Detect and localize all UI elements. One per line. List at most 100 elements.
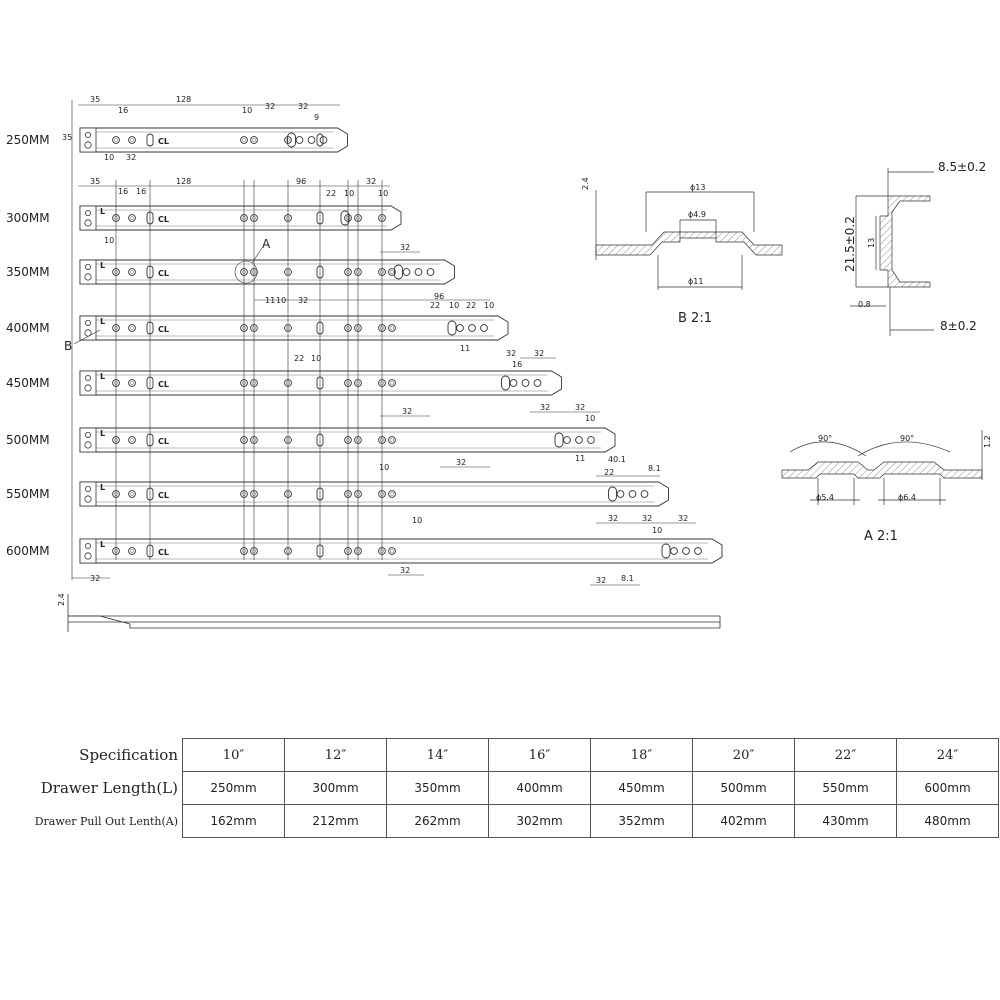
side-height-label: 35: [62, 133, 72, 142]
callout-a-leader: [251, 247, 263, 264]
mount-hole: [295, 136, 304, 144]
mount-hole: [85, 319, 92, 326]
mount-hole: [388, 324, 396, 332]
mount-hole: [307, 136, 316, 144]
mount-hole: [670, 547, 678, 555]
mount-hole-inner: [130, 270, 134, 274]
spec-cell: 12″: [284, 738, 387, 772]
rail-length-label: 600MM: [6, 544, 50, 558]
detail-b-thickness: 2.4: [581, 177, 590, 190]
dim-label: 10: [484, 301, 494, 310]
dim-label: 16: [118, 106, 128, 115]
detail-b-d-mid: ϕ4.9: [688, 210, 706, 219]
callout-b-leader: [73, 329, 101, 345]
mount-hole-inner: [130, 216, 134, 220]
mount-hole: [84, 552, 92, 560]
mount-hole: [128, 324, 136, 332]
mount-hole: [128, 490, 136, 498]
dim-label: 10: [449, 301, 459, 310]
slot-hole: [447, 320, 457, 336]
dim-label: 32: [608, 514, 618, 523]
mount-hole: [388, 490, 396, 498]
spec-row-label: Drawer Length(L): [40, 779, 178, 797]
rail-cl-mark: CL: [158, 548, 169, 557]
mount-hole: [456, 324, 464, 332]
profile-thickness-label: 2.4: [57, 593, 66, 606]
rail-body: [79, 370, 562, 396]
mount-hole: [468, 324, 476, 332]
dim-label: 128: [176, 177, 191, 186]
section-inner-height: 13: [867, 238, 876, 248]
mount-hole-inner: [390, 492, 394, 496]
mount-hole: [84, 273, 92, 281]
mount-hole: [284, 136, 292, 144]
spec-cell: 212mm: [284, 804, 387, 838]
dim-label: 32: [456, 458, 466, 467]
spec-cell: 480mm: [896, 804, 999, 838]
dim-label: 11: [575, 454, 585, 463]
mount-hole: [85, 263, 92, 270]
side-profile: [67, 594, 721, 632]
dim-label: 96: [296, 177, 306, 186]
rail-length-label: 350MM: [6, 265, 50, 279]
dim-label: 40.1: [608, 455, 626, 464]
rail-end-mark: L: [100, 372, 105, 381]
dim-label: 32: [400, 243, 410, 252]
dim-label: 32: [126, 153, 136, 162]
rail-body: [79, 259, 455, 285]
detail-a-angle-right: 90°: [900, 434, 914, 443]
detail-b-d-bottom: ϕ11: [688, 277, 703, 286]
spec-cell: 600mm: [896, 771, 999, 805]
mount-hole-inner: [390, 549, 394, 553]
mount-hole: [628, 490, 637, 498]
rail-length-label: 400MM: [6, 321, 50, 335]
spec-cell: 400mm: [488, 771, 591, 805]
spec-cell: 262mm: [386, 804, 489, 838]
dim-label: 32: [298, 296, 308, 305]
spec-cell: 430mm: [794, 804, 897, 838]
mount-hole-inner: [390, 270, 394, 274]
dim-label: 32: [678, 514, 688, 523]
mount-hole-inner: [130, 138, 134, 142]
detail-a-thickness: 1.2: [983, 435, 992, 448]
mount-hole: [319, 136, 328, 144]
dim-label: 11: [460, 344, 470, 353]
dim-label: 32: [400, 566, 410, 575]
dim-label: 32: [596, 576, 606, 585]
mount-hole: [85, 209, 92, 216]
mount-hole: [128, 436, 136, 444]
mount-hole: [250, 136, 258, 144]
dim-label: 16: [118, 187, 128, 196]
detail-b-d-top: ϕ13: [690, 183, 705, 192]
dim-label: 9: [314, 113, 319, 122]
mount-hole: [84, 441, 92, 449]
rail-length-label: 250MM: [6, 133, 50, 147]
slot-hole: [661, 543, 671, 559]
rail: 250MM CL: [6, 127, 348, 153]
slot-hole: [340, 210, 350, 226]
detail-b: 2.4 ϕ13 ϕ4.9 ϕ11 B 2:1: [581, 177, 783, 326]
dim-label: 10: [242, 106, 252, 115]
dim-label: 96: [434, 292, 444, 301]
spec-cell: 302mm: [488, 804, 591, 838]
spec-cell: 22″: [794, 738, 897, 772]
mount-hole: [128, 547, 136, 555]
dim-label: 10: [311, 354, 321, 363]
dim-label: 22: [326, 189, 336, 198]
mount-hole: [388, 268, 396, 276]
spec-cell: 10″: [182, 738, 285, 772]
mount-hole: [388, 547, 396, 555]
rail-cl-mark: CL: [158, 137, 169, 146]
rail-length-label: 550MM: [6, 487, 50, 501]
detail-a-d-left: ϕ5.4: [816, 493, 834, 502]
rail-end-bracket: [79, 259, 97, 285]
spec-row-label: Drawer Pull Out Lenth(A): [34, 814, 178, 828]
slot-hole: [394, 264, 403, 280]
dim-label: 32: [366, 177, 376, 186]
